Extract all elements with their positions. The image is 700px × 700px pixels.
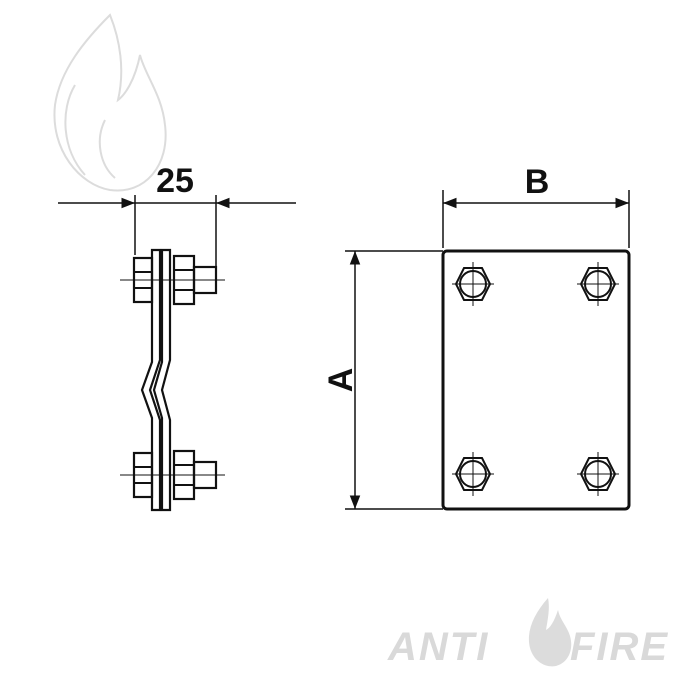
bolt-top-right [577, 262, 619, 306]
watermark-anti: ANTI [387, 625, 489, 669]
bolt-top-left [452, 262, 494, 306]
flame-icon [53, 13, 167, 192]
flame-icon [528, 598, 572, 667]
watermark-fire: FIRE [570, 625, 669, 669]
bolt-bottom-left [452, 452, 494, 496]
bolt-bottom-right [577, 452, 619, 496]
dimension-label-a: A [322, 368, 360, 393]
front-view [345, 190, 631, 511]
dimension-label-b: B [525, 163, 550, 201]
side-view [58, 195, 296, 512]
dimension-label-25: 25 [156, 162, 194, 200]
